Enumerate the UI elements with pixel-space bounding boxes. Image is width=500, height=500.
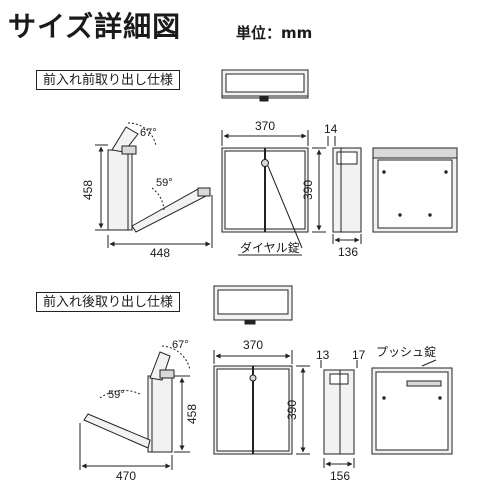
- front2-height-dim: 390: [285, 400, 299, 420]
- side-view-2: [79, 345, 191, 470]
- profile2-top-left-dim: 13: [316, 348, 330, 362]
- side-view-1: [95, 122, 213, 248]
- side1-height-dim: 458: [81, 180, 95, 200]
- front1-width-dim: 370: [255, 119, 275, 133]
- back-view-1: [372, 147, 458, 233]
- unit-label: 単位：mm: [236, 24, 313, 42]
- side2-lid-angle: 67°: [172, 339, 189, 351]
- push-lock-label: プッシュ錠: [376, 344, 436, 359]
- front-view-1: [221, 130, 326, 249]
- front2-width-dim: 370: [243, 338, 263, 352]
- profile-view-1: [327, 136, 362, 244]
- side2-depth-dim: 470: [116, 469, 136, 483]
- profile-view-2: [320, 360, 358, 468]
- front1-height-dim: 390: [301, 180, 315, 200]
- dial-lock-label: ダイヤル錠: [240, 240, 300, 255]
- side2-height-dim: 458: [185, 404, 199, 424]
- back-view-2: [371, 359, 453, 455]
- side2-door-angle: 59°: [108, 389, 125, 401]
- profile2-depth-dim: 156: [330, 469, 350, 483]
- section-label-front-retrieval: 前入れ前取り出し仕様: [36, 70, 181, 90]
- top-view-1: [221, 69, 309, 102]
- side1-lid-angle: 67°: [140, 127, 157, 139]
- page-title: サイズ詳細図: [8, 10, 182, 43]
- section-label-rear-retrieval: 前入れ後取り出し仕様: [36, 292, 181, 312]
- profile1-top-dim: 14: [324, 122, 338, 136]
- profile2-top-right-dim: 17: [352, 348, 366, 362]
- side1-depth-dim: 448: [150, 246, 170, 260]
- front-view-2: [213, 350, 310, 455]
- top-view-2: [213, 285, 293, 325]
- side1-door-angle: 59°: [156, 177, 173, 189]
- profile1-depth-dim: 136: [338, 245, 358, 259]
